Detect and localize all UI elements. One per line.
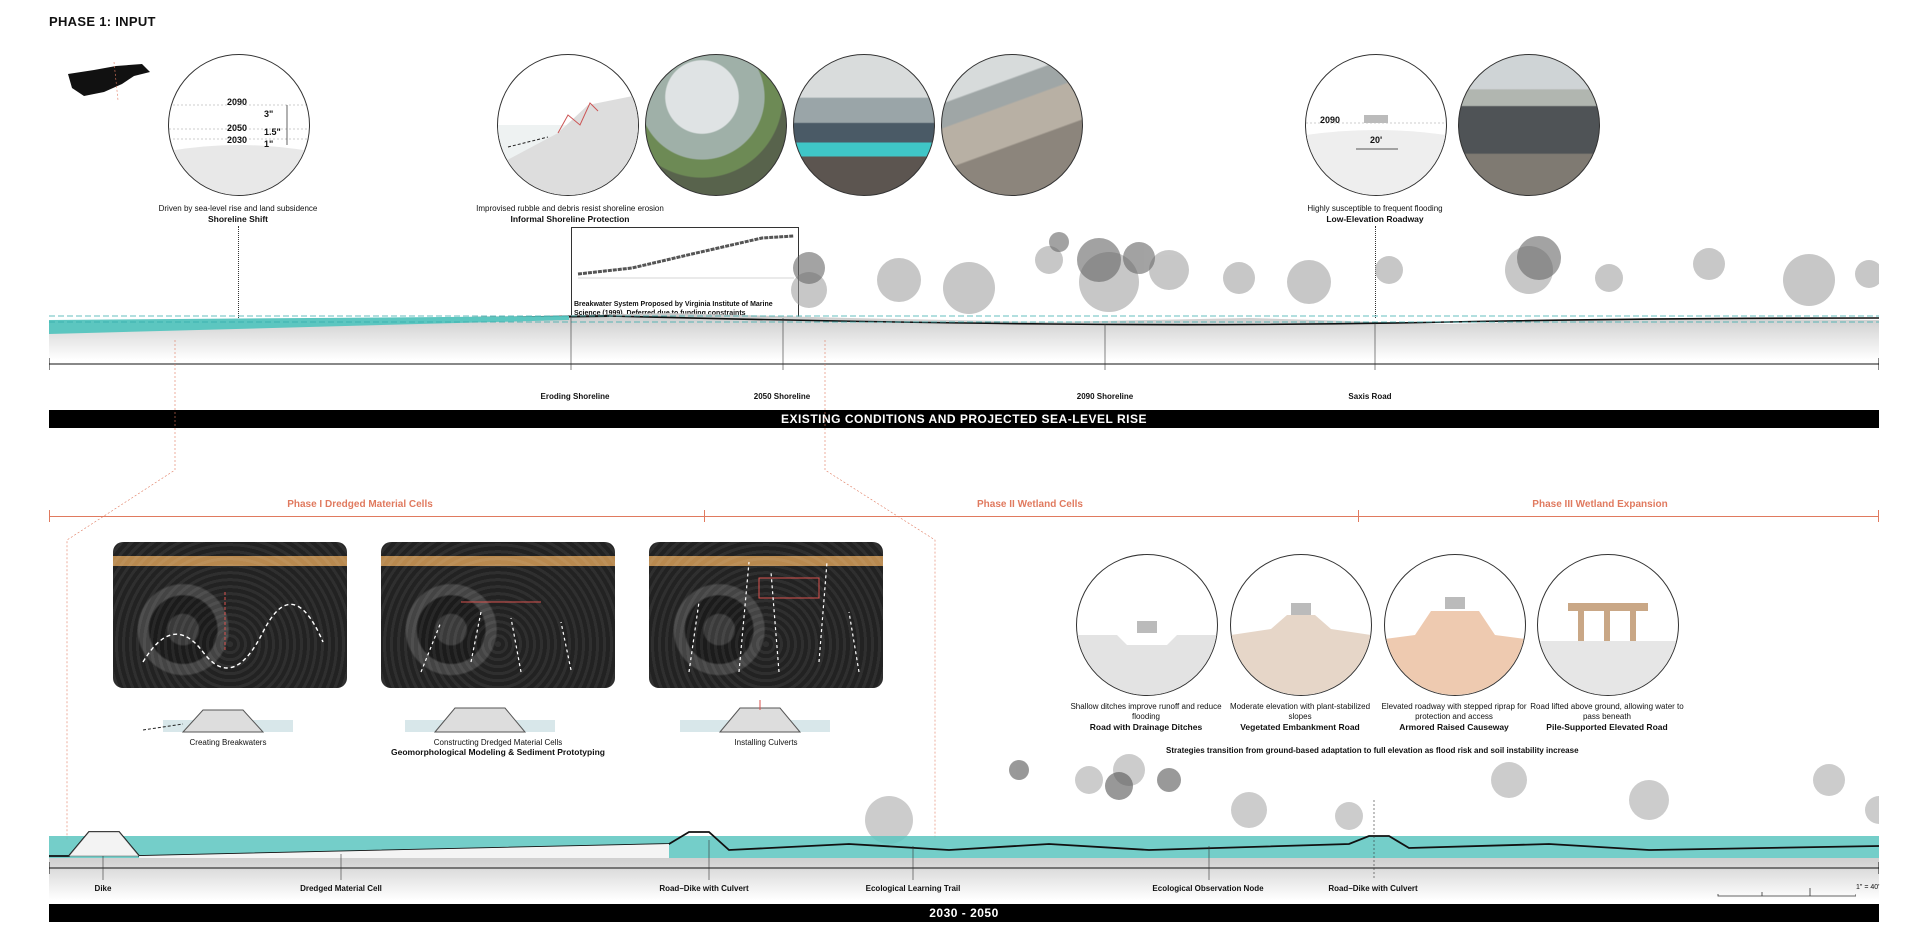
label-ecological-observation-node: Ecological Observation Node (1152, 884, 1264, 893)
measure-3: 3" (264, 109, 274, 119)
panel-caption-breakwaters: Creating Breakwaters (189, 738, 267, 747)
shoreline-shift-diagram: 2090 2050 2030 3" 1.5" 1" (168, 54, 310, 196)
breakwater-inset: Breakwater System Proposed by Virginia I… (571, 227, 799, 321)
pile-elevated-road-diagram (1537, 554, 1679, 696)
roadway-width: 20' (1370, 135, 1383, 145)
leader-line (238, 226, 239, 318)
breakwater-panel (113, 542, 347, 688)
shoreline-shift-caption: Driven by sea-level rise and land subsid… (158, 204, 318, 224)
label-ecological-learning-trail: Ecological Learning Trail (865, 884, 961, 893)
year-2030: 2030 (227, 135, 248, 145)
rubble-photo-1 (645, 54, 787, 196)
measure-1: 1" (264, 139, 274, 149)
breakwater-mini (143, 709, 293, 733)
rubble-photo-3 (941, 54, 1083, 196)
year-2050: 2050 (227, 123, 248, 133)
panel-caption-dredged: Constructing Dredged Material Cells Geom… (381, 738, 615, 757)
low-roadway-caption: Highly susceptible to frequent flooding … (1307, 204, 1443, 224)
label-road-dike-culvert-1: Road–Dike with Culvert (659, 884, 749, 893)
roadway-sketch: 2090 20' (1305, 54, 1447, 196)
label-dredged-cell: Dredged Material Cell (300, 884, 382, 893)
informal-protection-caption: Improvised rubble and debris resist shor… (476, 204, 664, 224)
proposed-section (49, 754, 1879, 900)
label-road-dike-culvert-2: Road–Dike with Culvert (1328, 884, 1418, 893)
strategy-caption-ditches: Shallow ditches improve runoff and reduc… (1070, 702, 1222, 732)
phase-tick (1878, 510, 1879, 522)
vegetated-embankment-diagram (1230, 554, 1372, 696)
zoom-outline (66, 340, 936, 840)
existing-conditions-banner: EXISTING CONDITIONS AND PROJECTED SEA-LE… (49, 410, 1879, 428)
rubble-photo-2 (793, 54, 935, 196)
phase-line (49, 516, 1879, 517)
existing-section (49, 232, 1879, 370)
label-dike: Dike (94, 884, 112, 893)
strategy-caption-embankment: Moderate elevation with plant-stabilized… (1229, 702, 1371, 732)
scale-bar (1717, 888, 1856, 897)
culvert-mini (680, 700, 830, 733)
roadway-photo (1458, 54, 1600, 196)
roadway-year: 2090 (1320, 115, 1341, 125)
dredged-mini (405, 707, 555, 733)
year-2090: 2090 (227, 97, 248, 107)
label-2050-shoreline: 2050 Shoreline (753, 392, 811, 401)
strategy-caption-pile-road: Road lifted above ground, allowing water… (1530, 702, 1684, 732)
phase-3-label: Phase III Wetland Expansion (1450, 499, 1750, 510)
scale-label: 1" = 40' (1856, 884, 1880, 891)
map-icon (68, 62, 150, 101)
label-2090-shoreline: 2090 Shoreline (1076, 392, 1134, 401)
rubble-sketch (497, 54, 639, 196)
strategy-note: Strategies transition from ground-based … (1166, 746, 1579, 755)
phase-tick (49, 510, 50, 522)
armored-causeway-diagram (1384, 554, 1526, 696)
phase-1-label: Phase I Dredged Material Cells (200, 499, 520, 510)
phase-tick (704, 510, 705, 522)
phase-2-label: Phase II Wetland Cells (880, 499, 1180, 510)
road-drainage-ditch-diagram (1076, 554, 1218, 696)
culvert-panel (649, 542, 883, 688)
phase-tick (1358, 510, 1359, 522)
panels-group-title: Geomorphological Modeling & Sediment Pro… (391, 747, 605, 757)
dredged-cell-panel (381, 542, 615, 688)
page-title: PHASE 1: INPUT (49, 14, 156, 29)
label-saxis-road: Saxis Road (1348, 392, 1392, 401)
timeframe-banner: 2030 - 2050 (49, 904, 1879, 922)
strategy-caption-causeway: Elevated roadway with stepped riprap for… (1381, 702, 1527, 732)
measure-1-5: 1.5" (264, 127, 281, 137)
label-eroding-shoreline: Eroding Shoreline (540, 392, 610, 401)
panel-caption-culverts: Installing Culverts (734, 738, 798, 747)
